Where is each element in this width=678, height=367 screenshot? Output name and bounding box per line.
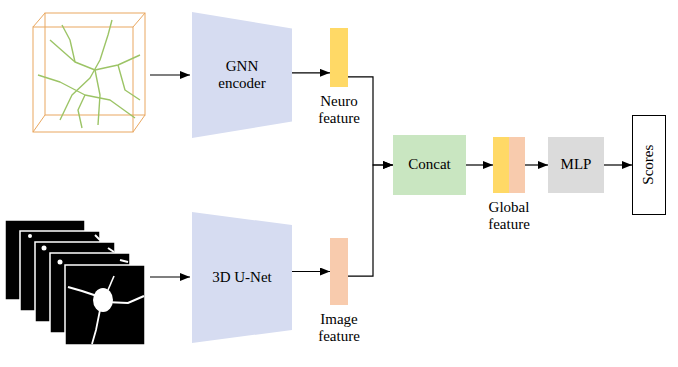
connector-arrow <box>525 164 548 165</box>
image-stack <box>5 220 145 345</box>
box-label: Scores <box>640 145 657 185</box>
connector-arrow <box>292 271 330 272</box>
box-label: Concat <box>408 156 451 173</box>
feature-label: Image feature <box>307 311 371 346</box>
feature-vector: Global feature <box>493 137 525 193</box>
connector-arrow <box>604 164 632 165</box>
connector-arrow <box>292 72 330 73</box>
feature-segment <box>330 238 348 305</box>
feature-label: Neuro feature <box>307 93 371 128</box>
feature-segment <box>493 137 509 193</box>
neuron-tracing <box>38 20 140 128</box>
block-label: GNN encoder <box>206 58 278 93</box>
input-arrow <box>150 74 190 75</box>
feature-vector: Neuro feature <box>330 28 348 87</box>
connector-arrow <box>348 165 393 276</box>
neuron-volume <box>33 13 145 132</box>
feature-label: Global feature <box>477 199 541 234</box>
connector-arrow <box>466 164 493 165</box>
process-box: Concat <box>393 135 466 195</box>
process-box: MLP <box>548 137 604 193</box>
encoder-block: 3D U-Net <box>192 212 292 343</box>
block-label: 3D U-Net <box>206 269 278 286</box>
output-box: Scores <box>632 115 666 215</box>
encoder-block: GNN encoder <box>192 12 292 138</box>
box-label: MLP <box>561 156 592 173</box>
feature-vector: Image feature <box>330 238 348 305</box>
feature-segment <box>509 137 525 193</box>
feature-segment <box>330 28 348 87</box>
input-arrow <box>150 276 190 277</box>
